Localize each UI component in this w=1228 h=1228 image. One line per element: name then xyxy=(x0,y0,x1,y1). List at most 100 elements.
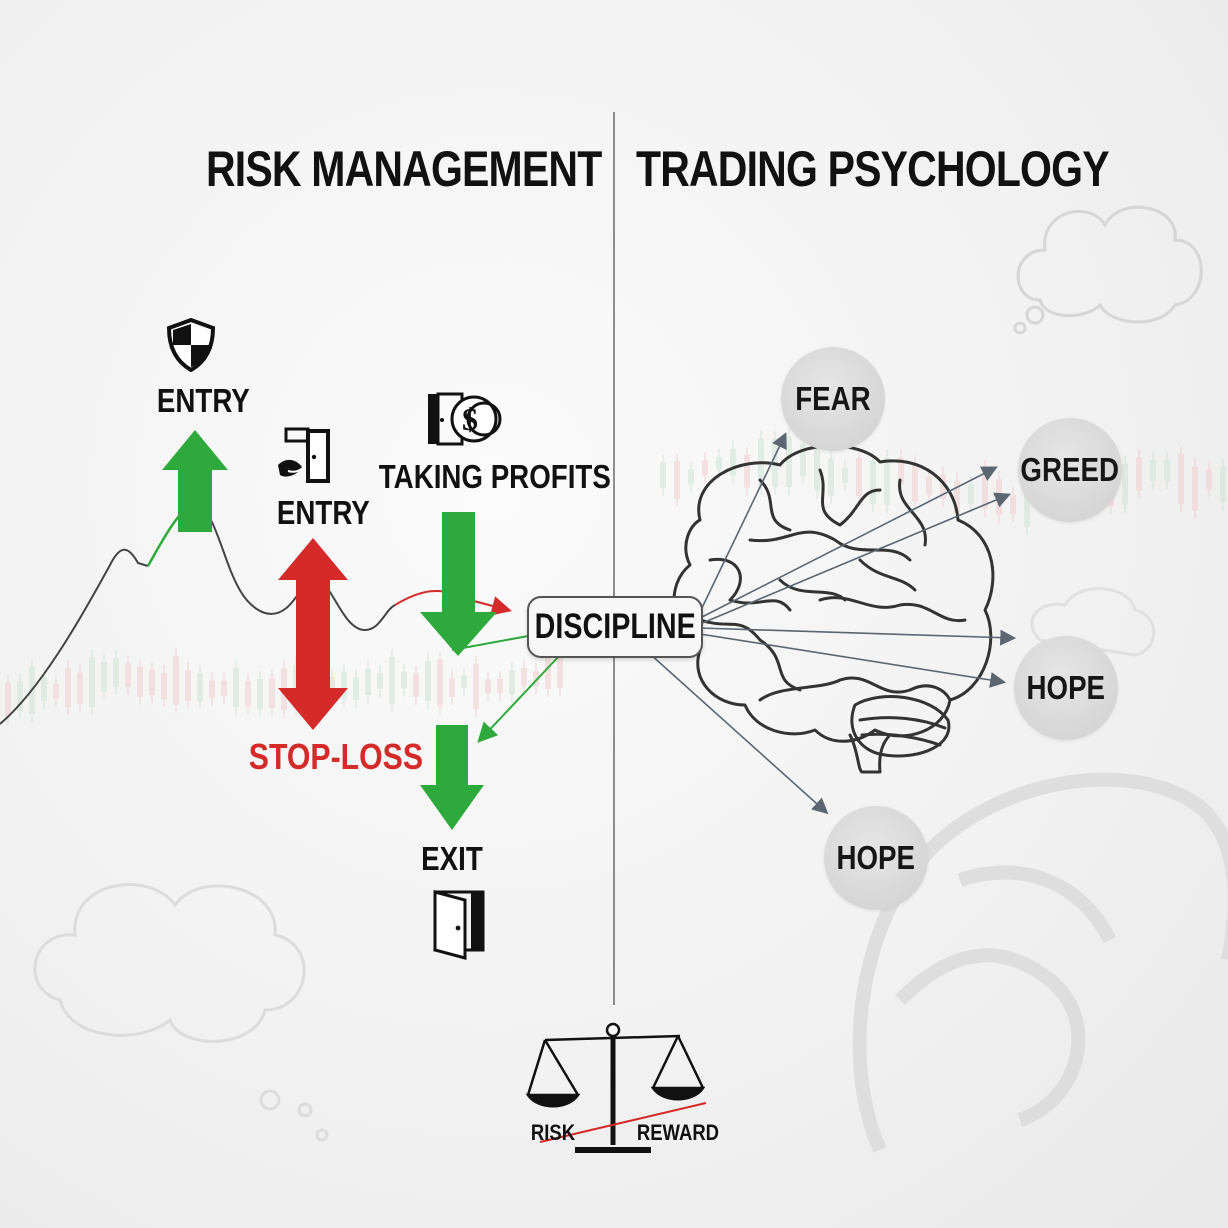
candle-body xyxy=(940,474,946,499)
candle-body xyxy=(53,683,59,699)
candle-body xyxy=(149,669,155,695)
candle-body xyxy=(814,441,820,491)
candle-body xyxy=(17,681,23,712)
candle-body xyxy=(842,468,848,484)
reward-label: REWARD xyxy=(636,1120,720,1145)
candle-body xyxy=(912,462,918,502)
candle-body xyxy=(65,668,71,708)
risk-label: RISK xyxy=(530,1120,576,1145)
emotion-label-greed: GREED xyxy=(1020,451,1120,488)
candle-body xyxy=(389,656,395,704)
candle-body xyxy=(730,448,736,476)
candle-body xyxy=(377,673,383,689)
candle-body xyxy=(221,680,227,697)
candle-body xyxy=(425,660,431,701)
candle-body xyxy=(856,457,862,496)
candle-body xyxy=(1206,469,1212,490)
candle-body xyxy=(545,657,551,690)
background-cloud-right xyxy=(1030,587,1156,657)
candle-body xyxy=(197,673,203,702)
candle-body xyxy=(702,460,708,476)
candle-body xyxy=(5,682,11,718)
candle-body xyxy=(660,462,666,489)
candle-body xyxy=(870,460,876,505)
candle-body xyxy=(137,666,143,697)
candle-body xyxy=(982,467,988,510)
candle-body xyxy=(533,671,539,687)
candle-body xyxy=(968,484,974,504)
candle-body xyxy=(1164,459,1170,481)
candle-body xyxy=(101,661,107,692)
candle-body xyxy=(461,675,467,689)
entry-top-label: ENTRY xyxy=(156,382,250,419)
candle-body xyxy=(269,678,275,708)
candle-body xyxy=(800,443,806,476)
candle-body xyxy=(521,667,527,687)
candle-body xyxy=(497,678,503,694)
candle-body xyxy=(449,678,455,697)
emotion-bubble-hope-right: HOPE xyxy=(1014,636,1118,740)
candle-body xyxy=(1122,463,1128,505)
candle-body xyxy=(716,456,722,471)
candle-body xyxy=(954,480,960,514)
entry-up-arrow xyxy=(162,430,228,532)
candle-body xyxy=(688,469,694,485)
taking-profits-down-arrow xyxy=(420,512,497,656)
candle-body xyxy=(209,680,215,698)
candle-body xyxy=(77,672,83,705)
shield-icon xyxy=(166,318,216,372)
stop-loss-double-arrow xyxy=(278,538,348,730)
connector-discipline-to-exit xyxy=(477,654,561,743)
candle-body xyxy=(113,658,119,687)
door-dollar-icon: $ xyxy=(428,392,502,446)
candle-body xyxy=(744,454,750,488)
candle-body xyxy=(485,679,491,694)
candle-body xyxy=(1220,466,1226,503)
candle-body xyxy=(245,681,251,707)
candle-body xyxy=(1024,478,1030,527)
discipline-label: DISCIPLINE xyxy=(534,607,696,646)
emotion-label-hope-right: HOPE xyxy=(1026,669,1106,706)
candle-body xyxy=(353,677,359,701)
exit-down-arrow xyxy=(420,725,484,830)
candle-body xyxy=(1150,459,1156,482)
emotion-label-hope-bottom: HOPE xyxy=(836,839,916,876)
candle-body xyxy=(161,673,167,700)
discipline-box: DISCIPLINE xyxy=(527,596,703,658)
candle-body xyxy=(41,677,47,701)
trading-psychology-title: TRADING PSYCHOLOGY xyxy=(636,141,1110,197)
candle-body xyxy=(926,476,932,496)
candle-body xyxy=(341,671,347,700)
emotion-bubble-hope-bottom: HOPE xyxy=(824,806,928,910)
balance-scale-icon xyxy=(525,1022,707,1153)
candle-body xyxy=(1136,457,1142,491)
candle-body xyxy=(1010,495,1016,515)
background-cloud-top-right xyxy=(1013,205,1203,335)
candle-body xyxy=(185,670,191,702)
candle-body xyxy=(89,657,95,707)
candle-body xyxy=(473,663,479,710)
entry-mid-label: ENTRY xyxy=(276,494,370,531)
emotion-bubble-fear: FEAR xyxy=(781,347,885,451)
candle-body xyxy=(437,659,443,707)
candle-body xyxy=(674,461,680,499)
candle-body xyxy=(557,645,563,688)
svg-text:$: $ xyxy=(462,401,478,437)
candle-body xyxy=(884,457,890,505)
candle-body xyxy=(365,668,371,696)
taking-profits-label: TAKING PROFITS xyxy=(378,458,611,495)
price-line xyxy=(0,548,149,725)
candle-body xyxy=(125,663,131,687)
emotion-connectors xyxy=(649,432,1017,815)
exit-label: EXIT xyxy=(421,840,483,877)
candle-body xyxy=(828,458,834,496)
risk-management-title: RISK MANAGEMENT xyxy=(206,141,602,197)
emotion-label-fear: FEAR xyxy=(795,380,871,417)
candle-body xyxy=(233,667,239,707)
candle-body xyxy=(413,674,419,697)
stop-loss-label: STOP-LOSS xyxy=(248,736,423,777)
candle-body xyxy=(401,671,407,689)
candle-body xyxy=(786,436,792,488)
